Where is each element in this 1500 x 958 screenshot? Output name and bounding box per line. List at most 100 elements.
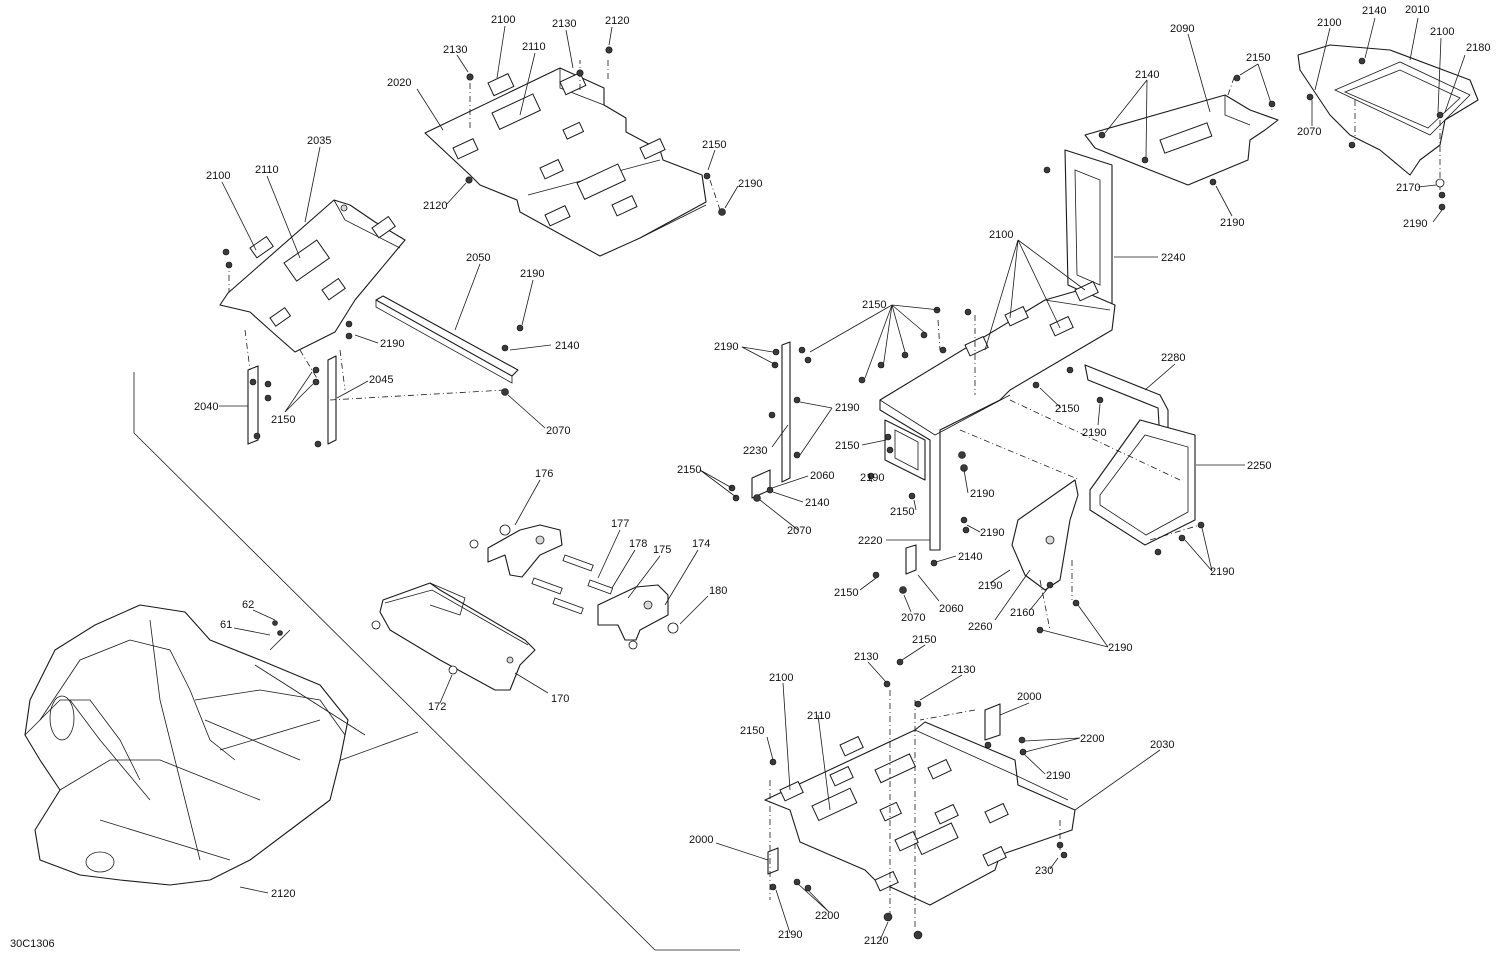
callout-172: 172 [428,701,446,713]
strip-2230 [751,341,917,575]
callout-2130-c: 2130 [854,651,878,663]
callout-2110-c: 2110 [807,710,831,722]
callout-2250: 2250 [1247,460,1271,472]
callout-176: 176 [535,468,553,480]
callout-2260: 2260 [968,621,992,633]
callout-2120-a: 2120 [605,15,629,27]
callout-2070-b: 2070 [787,525,811,537]
callout-2100-b: 2100 [206,170,230,182]
callout-2190-d: 2190 [1220,217,1244,229]
callout-178: 178 [629,538,647,550]
callout-2060-a: 2060 [810,470,834,482]
callout-180: 180 [709,585,727,597]
callout-2100-a: 2100 [491,14,515,26]
callout-2140-d: 2140 [958,551,982,563]
callout-2050: 2050 [466,252,490,264]
callout-2140-a: 2140 [555,340,579,352]
callout-2190-g: 2190 [860,472,884,484]
cross-bar-2050 [375,295,519,384]
skid-plate-2035 [219,199,406,353]
callout-2190-l: 2190 [978,580,1002,592]
callout-2190-f: 2190 [835,402,859,414]
callout-175: 175 [653,544,671,556]
callout-2200-a: 2200 [1080,733,1104,745]
callout-2280: 2280 [1161,352,1185,364]
callout-2190-b: 2190 [520,268,544,280]
callout-2000-b: 2000 [689,834,713,846]
callout-2140-c: 2140 [805,497,829,509]
callout-2190-o: 2190 [1046,770,1070,782]
callout-2150-e: 2150 [835,440,859,452]
callout-2150-f: 2150 [677,464,701,476]
callout-2040: 2040 [194,401,218,413]
mount-plates-175-176 [487,524,669,641]
callout-2150-c: 2150 [1246,52,1270,64]
callout-2140-b: 2140 [1135,69,1159,81]
callout-2190-k: 2190 [980,527,1004,539]
callout-2060-b: 2060 [939,603,963,615]
callout-2130-d: 2130 [951,664,975,676]
callout-2170: 2170 [1396,182,1420,194]
callout-2130-b: 2130 [443,44,467,56]
callout-2045: 2045 [369,374,393,386]
plate-2260 [1011,479,1079,591]
callout-2150-d: 2150 [862,299,886,311]
callout-2070-c: 2070 [901,612,925,624]
panel-2010 [1297,44,1479,176]
callout-2130-a: 2130 [552,18,576,30]
callout-2200-b: 2200 [815,910,839,922]
callout-174: 174 [692,538,710,550]
callout-2190-e: 2190 [714,341,738,353]
mount-bracket-170 [379,582,536,691]
callout-2240: 2240 [1161,252,1185,264]
callout-2190-p: 2190 [778,929,802,941]
callout-2190-a: 2190 [738,178,762,190]
plate-2250 [1089,419,1196,546]
callout-2150-j: 2150 [912,634,936,646]
callout-2180: 2180 [1466,42,1490,54]
skid-plate-2030 [764,721,1076,906]
callout-2070-a: 2070 [546,425,570,437]
callout-61: 61 [220,619,232,631]
callout-2220: 2220 [858,535,882,547]
callout-2010: 2010 [1405,4,1429,16]
callout-2190-c: 2190 [380,338,404,350]
fasteners [222,46,1446,940]
callout-2030: 2030 [1150,739,1174,751]
main-support-2220 [879,280,1116,551]
callout-2035: 2035 [307,135,331,147]
callout-2000-a: 2000 [1017,691,1041,703]
callout-2190-j: 2190 [1210,566,1234,578]
diagram-code: 30C1306 [10,938,55,950]
callout-2190-m: 2190 [1108,642,1132,654]
callout-2100-c: 2100 [989,229,1013,241]
callout-2190-n: 2190 [1403,218,1427,230]
callout-2150-a: 2150 [702,139,726,151]
skid-plate-2020 [424,67,707,257]
callout-2150-i: 2150 [834,587,858,599]
panel-2240 [1064,149,1113,306]
callout-2100-e: 2100 [1430,26,1454,38]
callout-2110-a: 2110 [522,41,546,53]
brackets-2040-2045 [247,355,337,445]
bracket-2090 [1084,94,1279,186]
callout-2230: 2230 [743,445,767,457]
callout-2140-e: 2140 [1362,5,1386,17]
callout-170: 170 [551,693,569,705]
callout-62: 62 [242,599,254,611]
assembly-lines-left [228,60,721,401]
callout-2150-k: 2150 [740,725,764,737]
callout-230: 230 [1035,865,1053,877]
brackets-2000 [767,703,1001,875]
callout-2150-g: 2150 [890,506,914,518]
callout-2190-h: 2190 [970,488,994,500]
bolts-177-178 [371,524,679,675]
callout-2150-h: 2150 [1055,403,1079,415]
callout-2120-b: 2120 [423,200,447,212]
callout-2070-d: 2070 [1297,126,1321,138]
vehicle-frame [24,604,366,886]
callout-labels: 2100 2130 2120 2130 2110 2020 2150 2190 … [194,4,1490,947]
callout-2100-d: 2100 [1317,17,1341,29]
leader-lines [219,17,1466,941]
